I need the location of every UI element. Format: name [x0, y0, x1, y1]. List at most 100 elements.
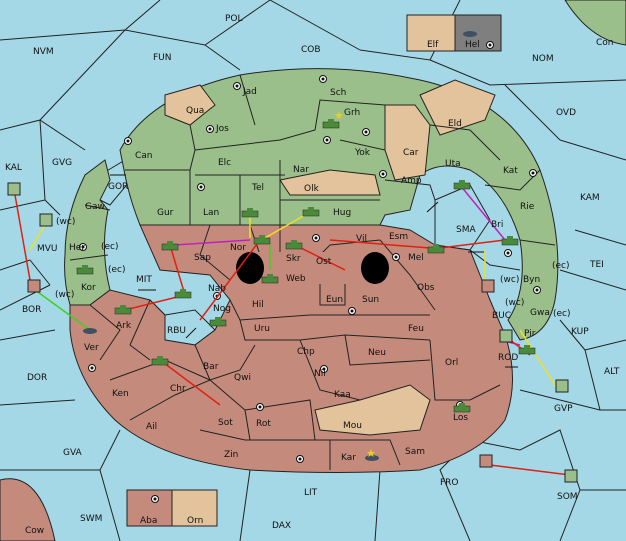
- label-buc: BUC: [492, 311, 511, 321]
- label-hil: Hil: [252, 300, 264, 310]
- label-mit: MIT: [136, 275, 152, 285]
- double-arrows: [110, 174, 518, 368]
- label-tel: Tel: [251, 183, 264, 193]
- coast-tag: (wc): [505, 298, 524, 308]
- label-nog: Nog: [213, 304, 231, 314]
- label-mou: Mou: [343, 421, 362, 431]
- label-kaa: Kaa: [334, 390, 351, 400]
- label-kor: Kor: [81, 283, 96, 293]
- label-neu: Neu: [368, 348, 386, 358]
- coast-tag: (ec): [101, 242, 119, 252]
- label-ver: Ver: [84, 343, 99, 353]
- label-qwi: Qwi: [234, 373, 251, 383]
- label-can: Can: [135, 151, 153, 161]
- label-ken: Ken: [112, 389, 129, 399]
- label-byn: Byn: [523, 275, 540, 285]
- label-rod: ROD: [498, 353, 518, 363]
- label-amp: Amp: [401, 176, 422, 186]
- label-gaw: Gaw: [85, 202, 105, 212]
- label-ovd: OVD: [556, 108, 576, 118]
- label-mel: Mel: [408, 253, 424, 263]
- label-rot: Rot: [256, 419, 271, 429]
- label-hug: Hug: [333, 208, 351, 218]
- label-skr: Skr: [286, 254, 301, 264]
- label-kam: KAM: [580, 193, 600, 203]
- label-lit: LIT: [304, 488, 318, 498]
- label-gva: GVA: [63, 448, 83, 458]
- label-fro: FRO: [440, 478, 459, 488]
- label-elf: Elf: [427, 40, 439, 50]
- label-her: Her: [69, 243, 85, 253]
- label-hel: Hel: [465, 40, 480, 50]
- coast-tag: (wc): [55, 290, 74, 300]
- order-arrows: [14, 184, 571, 476]
- label-nor: Nor: [230, 243, 246, 253]
- label-aba: Aba: [140, 516, 157, 526]
- label-rbu: RBU: [167, 326, 186, 336]
- label-web: Web: [286, 274, 306, 284]
- label-elc: Elc: [218, 158, 231, 168]
- label-sch: Sch: [330, 88, 346, 98]
- label-nab: Nab: [208, 284, 226, 294]
- label-bor: BOR: [22, 305, 41, 315]
- region-elf[interactable]: [406, 14, 456, 52]
- label-orl: Orl: [445, 358, 458, 368]
- supply-centers: [79, 41, 541, 503]
- label-qua: Qua: [186, 106, 204, 116]
- label-olk: Olk: [304, 184, 320, 194]
- label-nvm: NVM: [33, 47, 54, 57]
- label-som: SOM: [557, 492, 578, 502]
- coast-tag: (ec): [552, 261, 570, 271]
- label-eun: Eun: [326, 295, 343, 305]
- coast-tag: (wc): [56, 217, 75, 227]
- label-vil: Vil: [356, 234, 367, 244]
- region-olk[interactable]: [279, 169, 381, 196]
- label-con: Con: [596, 38, 614, 48]
- label-nom: NOM: [532, 54, 554, 64]
- label-eld: Eld: [448, 119, 462, 129]
- label-obs: Obs: [417, 283, 435, 293]
- label-uta: Uta: [445, 159, 461, 169]
- region-qua[interactable]: [164, 84, 216, 126]
- label-alt: ALT: [604, 367, 620, 377]
- label-chp: Chp: [297, 347, 315, 357]
- label-cow: Cow: [25, 526, 44, 536]
- region-orn[interactable]: [171, 489, 218, 527]
- label-jad: Jad: [242, 87, 257, 97]
- label-cob: COB: [301, 45, 321, 55]
- label-kup: KUP: [571, 327, 589, 337]
- label-kal: KAL: [5, 163, 22, 173]
- label-gvp: GVP: [554, 404, 573, 414]
- label-sap: Sap: [194, 253, 211, 263]
- label-sun: Sun: [362, 295, 379, 305]
- region-car[interactable]: [384, 104, 431, 181]
- label-los: Los: [453, 413, 468, 423]
- label-orn: Orn: [187, 516, 203, 526]
- label-sam: Sam: [405, 447, 425, 457]
- label-gur: Gur: [157, 208, 174, 218]
- label-tei: TEI: [589, 260, 604, 270]
- coast-tag: (ec): [108, 265, 126, 275]
- label-kar: Kar: [341, 453, 356, 463]
- label-nil: Nil: [314, 369, 326, 379]
- label-uru: Uru: [254, 324, 270, 334]
- tunnel-east: [361, 252, 389, 284]
- region-mou[interactable]: [314, 384, 431, 436]
- coast-tag: (wc): [500, 275, 519, 285]
- label-bar: Bar: [203, 362, 219, 372]
- region-aba[interactable]: [126, 489, 173, 527]
- label-zin: Zin: [224, 450, 238, 460]
- label-ost: Ost: [316, 257, 332, 267]
- region-eld[interactable]: [419, 79, 496, 136]
- label-dor: DOR: [27, 373, 47, 383]
- label-ail: Ail: [146, 422, 157, 432]
- label-car: Car: [403, 148, 419, 158]
- label-kat: Kat: [503, 166, 518, 176]
- green-continent: [119, 68, 559, 341]
- star-icon: ★: [366, 447, 376, 460]
- tunnel-west: [236, 252, 264, 284]
- label-pol: POL: [225, 14, 243, 24]
- label-swm: SWM: [80, 514, 102, 524]
